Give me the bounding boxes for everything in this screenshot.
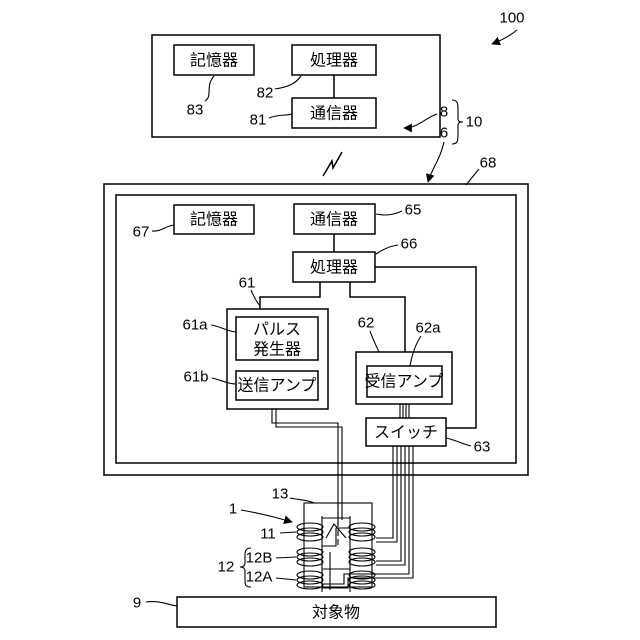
system-ref: 10	[466, 114, 483, 131]
pulse-generator-label-line2: 発生器	[253, 340, 301, 359]
probe-ref: 1	[229, 501, 237, 518]
device-memory-label: 記憶器	[190, 210, 238, 229]
device-processor-ref: 66	[401, 236, 418, 253]
probe-arrow	[241, 510, 292, 522]
pulse-generator-ref: 61a	[182, 317, 208, 334]
server-ref: 8	[440, 104, 448, 121]
coil-12a-leader	[276, 578, 296, 580]
rx-amp-ref: 62a	[415, 320, 441, 337]
server-comm-ref: 81	[250, 112, 267, 129]
server-comm-label: 通信器	[310, 104, 358, 123]
target-ref: 9	[133, 595, 141, 612]
figure-number: 100	[499, 10, 524, 27]
figure-number-arrow	[492, 30, 517, 44]
receiver-ref: 62	[358, 315, 375, 332]
device-memory-ref: 67	[133, 224, 150, 241]
tx-amp-ref: 61b	[183, 369, 208, 386]
housing-ref: 68	[480, 155, 497, 172]
target-label: 対象物	[312, 603, 360, 622]
wireless-link-icon	[323, 152, 342, 176]
server-memory-label: 記憶器	[190, 51, 238, 70]
device-comm-ref: 65	[405, 202, 422, 219]
switch-label: スイッチ	[374, 423, 438, 442]
pulse-generator-label-line1: パルス	[253, 320, 301, 339]
frame-leader	[290, 498, 314, 503]
device-comm-label: 通信器	[310, 210, 358, 229]
coil-12b-leader	[276, 557, 296, 558]
rx-amp-label: 受信アンプ	[365, 372, 444, 391]
coil-12a-ref: 12A	[246, 569, 273, 586]
device-ref: 6	[440, 125, 448, 142]
coil-11-ref: 11	[260, 526, 276, 543]
coil-12b-ref: 12B	[246, 550, 273, 567]
transmitter-ref: 61	[239, 275, 256, 292]
tx-amp-label: 送信アンプ	[238, 376, 317, 395]
housing-leader	[466, 169, 479, 185]
system-brace	[452, 100, 463, 144]
frame-ref: 13	[272, 486, 289, 503]
device-ref-arrow	[428, 142, 444, 182]
coil-group-ref: 12	[218, 559, 235, 576]
coil-12b	[297, 548, 375, 566]
coil-11-leader	[280, 532, 296, 533]
device-processor-label: 処理器	[310, 258, 358, 277]
switch-ref: 63	[474, 439, 491, 456]
server-memory-ref: 83	[187, 102, 204, 119]
server-processor-ref: 82	[257, 85, 274, 102]
server-processor-label: 処理器	[310, 51, 358, 70]
target-leader	[146, 602, 177, 606]
